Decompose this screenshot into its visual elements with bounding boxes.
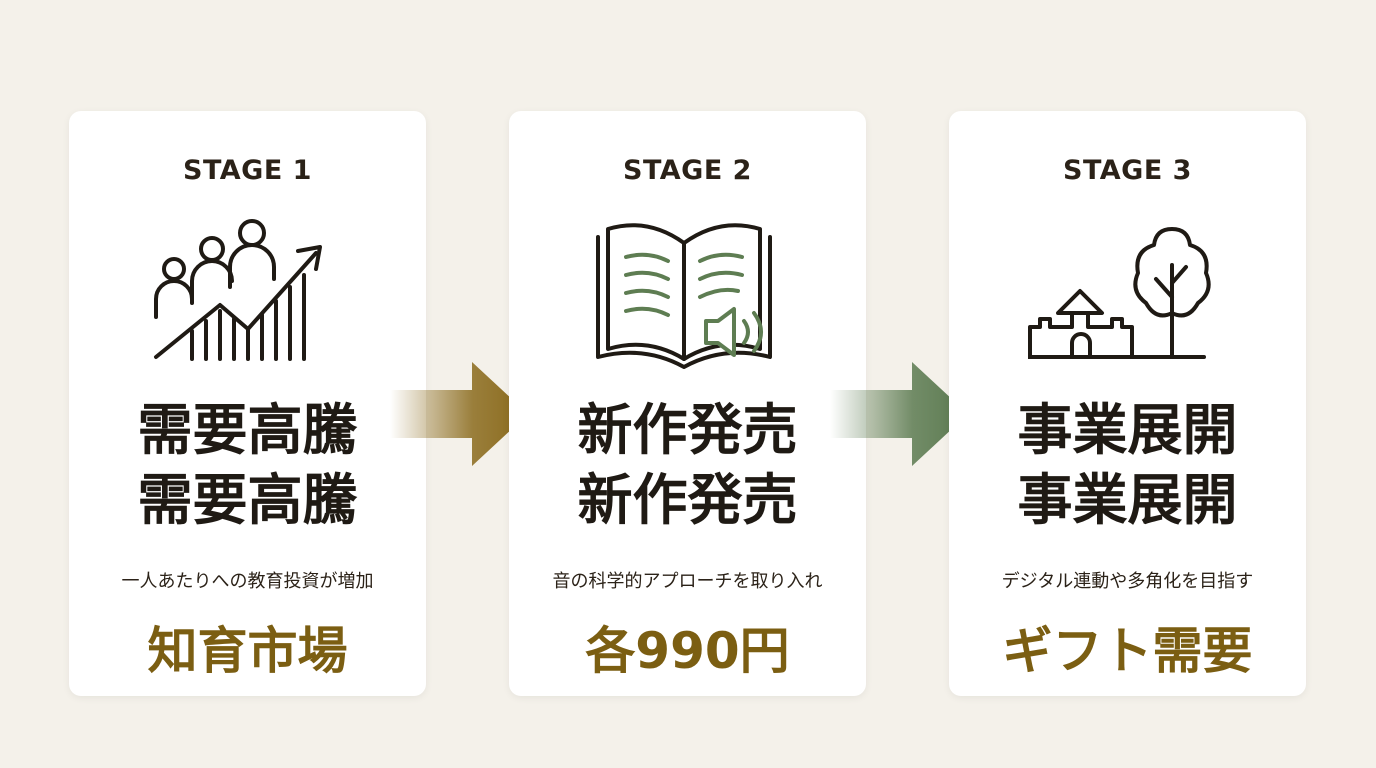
castle-tree-icon bbox=[1027, 227, 1211, 359]
highlight-text: 各990円 bbox=[585, 622, 790, 680]
headline-line-2: 新作発売 bbox=[577, 467, 798, 532]
people-growth-chart-icon bbox=[153, 219, 322, 361]
right-arrow-icon bbox=[390, 362, 528, 466]
headline-line-1: 事業展開 bbox=[1017, 397, 1238, 462]
stage-card-2: STAGE 2 bbox=[509, 111, 866, 696]
stage-card-1: STAGE 1 需要高騰 需要高騰 一人あたりへの教育投 bbox=[69, 111, 426, 696]
subtitle: デジタル連動や多角化を目指す bbox=[1001, 571, 1254, 592]
stage-label: STAGE 2 bbox=[623, 155, 752, 186]
stage-label: STAGE 1 bbox=[183, 155, 312, 186]
highlight-text: 知育市場 bbox=[147, 622, 348, 680]
open-book-audio-icon bbox=[595, 223, 772, 369]
highlight-text: ギフト需要 bbox=[1002, 622, 1253, 680]
stage-label: STAGE 3 bbox=[1063, 155, 1192, 186]
headline: 事業展開 事業展開 bbox=[949, 395, 1306, 535]
subtitle: 音の科学的アプローチを取り入れ bbox=[552, 571, 823, 592]
headline-line-2: 需要高騰 bbox=[137, 467, 358, 532]
right-arrow-icon bbox=[830, 362, 968, 466]
headline-line-1: 需要高騰 bbox=[137, 397, 358, 462]
headline-line-1: 新作発売 bbox=[577, 397, 798, 462]
headline-line-2: 事業展開 bbox=[1017, 467, 1238, 532]
subtitle: 一人あたりへの教育投資が増加 bbox=[121, 571, 374, 592]
headline: 需要高騰 需要高騰 bbox=[69, 395, 426, 535]
stage-card-3: STAGE 3 事業展開 事業展開 デジタル連動や多角化を目指す ギフト需要 bbox=[949, 111, 1306, 696]
headline: 新作発売 新作発売 bbox=[509, 395, 866, 535]
